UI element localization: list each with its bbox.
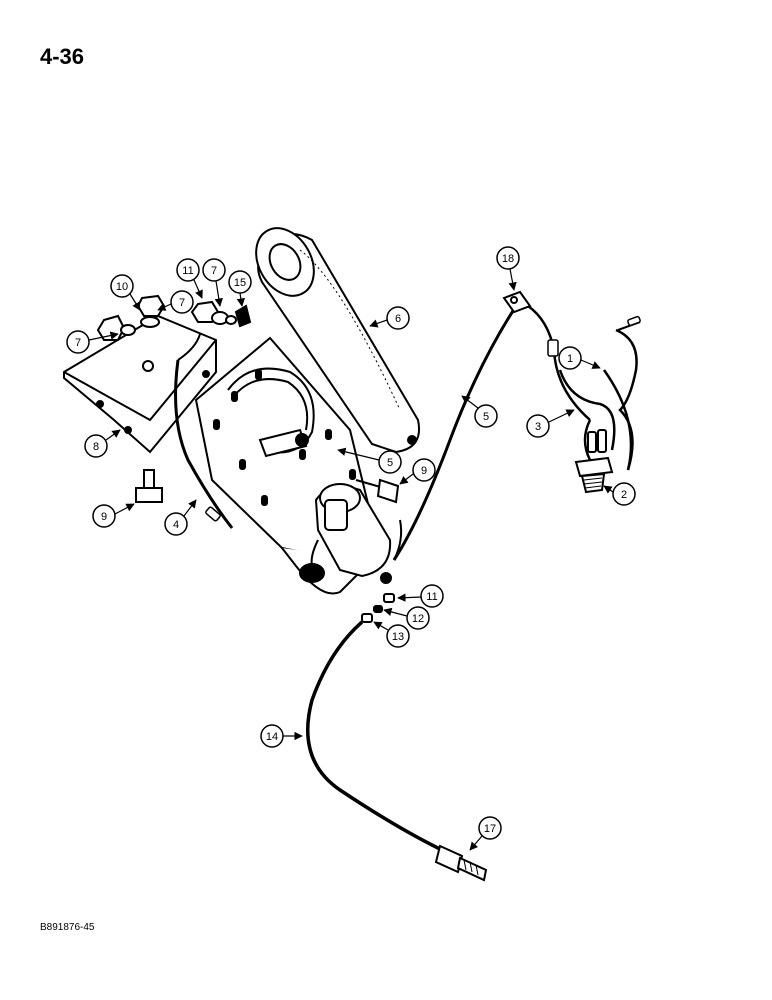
callout-1-label: 1 [567, 353, 573, 365]
pump-assembly [299, 483, 392, 584]
callout-9b-label: 9 [421, 465, 427, 477]
callout-2-label: 2 [621, 489, 627, 501]
hardware-nuts-washers [96, 294, 252, 341]
callout-3: 3 [526, 409, 575, 438]
wire-4 [174, 359, 234, 529]
wire-5-lower [393, 519, 403, 561]
callout-18: 18 [496, 246, 520, 291]
wire-5 [392, 299, 522, 561]
callout-11-label: 11 [426, 591, 437, 603]
wire-4-connector [205, 506, 221, 522]
sender-wires [558, 328, 638, 471]
bolt-left [135, 469, 163, 503]
callout-14: 14 [260, 724, 303, 748]
callout-7c: 7 [202, 258, 226, 307]
cable-14 [305, 620, 447, 854]
callout-10a-label: 10 [116, 281, 128, 293]
callout-6: 6 [369, 306, 410, 330]
bolt-right [355, 478, 400, 504]
callout-12-label: 12 [412, 613, 424, 625]
callout-1: 1 [558, 346, 601, 370]
temperature-sender [434, 844, 488, 882]
callout-11: 11 [397, 584, 444, 608]
callout-5a-label: 5 [483, 411, 489, 423]
callout-18-label: 18 [502, 253, 514, 265]
harness-to-switch [527, 304, 591, 421]
callout-9a: 9 [92, 503, 135, 528]
callout-14-label: 14 [266, 731, 278, 743]
callout-6-label: 6 [395, 313, 401, 325]
tank-canister [255, 227, 420, 454]
wire-4-link [177, 333, 201, 361]
callout-5b: 5 [337, 447, 402, 474]
callout-7a-label: 7 [179, 297, 185, 309]
callout-7b-label: 7 [75, 337, 81, 349]
callout-12: 12 [383, 606, 430, 630]
callout-9a-label: 9 [101, 511, 107, 523]
page-number: 4-36 [40, 44, 85, 69]
callout-17: 17 [469, 816, 502, 851]
callout-15-label: 15 [234, 277, 246, 289]
callout-7a: 7 [157, 290, 194, 314]
callout-4: 4 [164, 499, 197, 536]
callout-4-label: 4 [173, 519, 179, 531]
wire-1-tip-connector [627, 315, 641, 327]
callout-13: 13 [373, 621, 410, 648]
figure-code: B891876-45 [40, 922, 95, 933]
callout-17-label: 17 [484, 823, 496, 835]
callout-7b: 7 [66, 330, 119, 354]
fittings-11-13 [361, 593, 395, 623]
pressure-switch [574, 429, 614, 494]
callout-7c-label: 7 [211, 265, 217, 277]
terminal-eyelet [502, 290, 532, 314]
callout-2: 2 [603, 482, 636, 506]
callout-10b-label: 11 [182, 265, 193, 277]
callout-8: 8 [84, 429, 121, 458]
callout-9b: 9 [399, 458, 436, 485]
callout-5a: 5 [461, 395, 498, 428]
callout-3-label: 3 [535, 421, 541, 433]
callout-15: 15 [228, 270, 252, 307]
callout-5b-label: 5 [387, 457, 393, 469]
harness-connector [547, 339, 559, 357]
callout-10a: 10 [110, 274, 141, 311]
callout-10b: 11 [176, 258, 203, 299]
hose-clamp [227, 367, 315, 458]
callout-13-label: 13 [392, 631, 404, 643]
callout-8-label: 8 [93, 441, 99, 453]
